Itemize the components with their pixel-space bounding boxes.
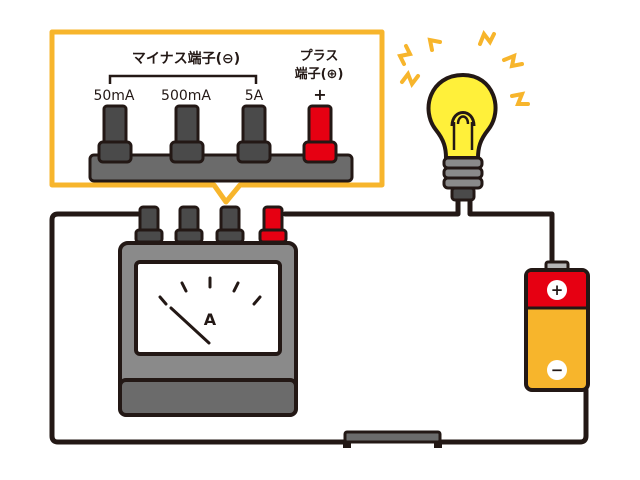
terminal-label-500ma: 500mA	[161, 88, 211, 104]
minus-bracket	[108, 74, 258, 84]
meter-unit-label: A	[204, 310, 217, 329]
battery-plus-sign: +	[551, 281, 564, 299]
battery-icon: + −	[524, 260, 590, 392]
terminal-callout: マイナス端子(⊖) プラス 端子(⊕) 50mA 500mA 5A +	[49, 29, 385, 205]
terminal-label-50ma: 50mA	[93, 88, 134, 104]
ammeter-icon: A	[118, 205, 298, 417]
light-bulb-icon	[397, 29, 530, 202]
circuit-wires	[49, 197, 589, 445]
meter-terminals	[134, 205, 288, 244]
terminal-label-5a: 5A	[245, 88, 264, 104]
minus-terminal-group-label: マイナス端子(⊖)	[132, 50, 240, 67]
plus-terminal-label-line1: プラス	[300, 49, 339, 64]
plus-terminal-label-line2: 端子(⊕)	[295, 66, 344, 82]
terminal-label-plus: +	[313, 85, 326, 104]
battery-minus-sign: −	[551, 361, 564, 379]
switch-icon	[343, 430, 442, 448]
